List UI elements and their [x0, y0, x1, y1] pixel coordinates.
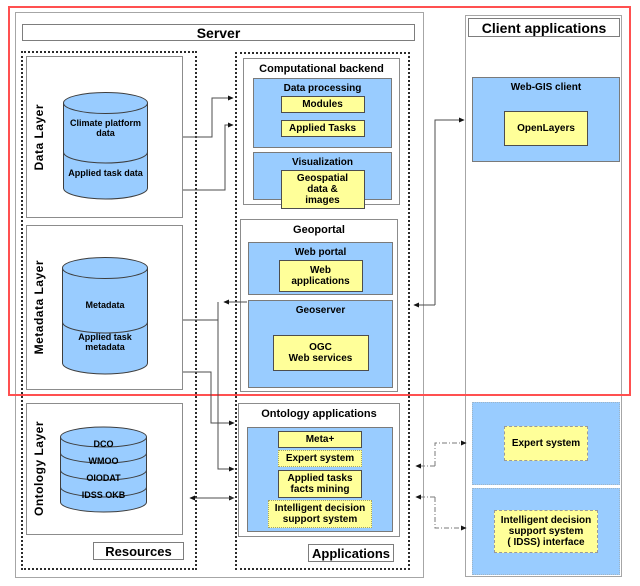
geoserver-title: Geoserver: [295, 305, 346, 316]
openlayers-chip: OpenLayers: [504, 110, 588, 146]
ontology-db-stack: [60, 426, 147, 513]
expert-system-client-panel: Expert system: [472, 402, 620, 485]
ontology-applications-panel: Meta+ Expert system Applied tasks facts …: [247, 427, 393, 532]
ogc-web-services-chip: OGC Web services: [272, 334, 369, 371]
data-processing-title: Data processing: [283, 83, 362, 94]
web-portal-panel: Web portal Web applications: [248, 242, 393, 295]
expert-system-chip: Expert system: [278, 450, 362, 468]
computational-backend-title: Computational backend: [259, 63, 384, 75]
modules-chip: Modules: [280, 96, 365, 113]
data-db-top-label: Climate platform data: [69, 118, 141, 138]
idss-chip: Intelligent decision support system: [268, 500, 372, 529]
ontology-applications-title: Ontology applications: [261, 408, 377, 420]
ontology-band-oiodat: OIODAT: [86, 473, 121, 483]
ontology-band-wmoo: WMOO: [88, 456, 119, 466]
visualization-panel: Visualization Geospatial data & images: [253, 152, 392, 209]
idss-interface-chip: Intelligent decision support system ( ID…: [494, 510, 598, 553]
highlight-frame: [8, 6, 631, 396]
metadata-db-top-label: Metadata: [85, 300, 125, 310]
web-applications-chip: Web applications: [278, 260, 363, 292]
connector-ontapps-to-expert: [434, 440, 467, 466]
client-applications-title: Client applications: [468, 18, 620, 37]
geoportal-title: Geoportal: [293, 224, 345, 236]
ontology-layer-label: Ontology Layer: [32, 421, 46, 517]
data-db-bottom-label: Applied task data: [68, 168, 143, 178]
expert-system-client-chip: Expert system: [504, 426, 588, 461]
metadata-db-bottom-label: Applied task metadata: [78, 332, 132, 352]
geoserver-panel: Geoserver OGC Web services: [248, 300, 393, 388]
visualization-title: Visualization: [292, 157, 353, 168]
applied-tasks-facts-mining-chip: Applied tasks facts mining: [278, 469, 362, 498]
webgis-client-panel: Web-GIS client OpenLayers: [472, 77, 620, 162]
geospatial-data-chip: Geospatial data & images: [280, 170, 365, 209]
ontology-band-dco: DCO: [93, 439, 114, 449]
metadata-db-cylinder: [62, 257, 148, 375]
server-title: Server: [22, 24, 415, 41]
resources-footer-label: Resources: [93, 542, 184, 560]
data-layer-label: Data Layer: [32, 103, 46, 171]
meta-plus-chip: Meta+: [278, 430, 362, 448]
data-processing-panel: Data processing Modules Applied Tasks: [253, 78, 392, 148]
idss-interface-panel: Intelligent decision support system ( ID…: [472, 488, 620, 575]
data-db-cylinder: [63, 92, 148, 200]
applications-footer-label: Applications: [308, 544, 394, 562]
ontology-band-idss-okb: IDSS OKB: [81, 490, 126, 500]
applied-tasks-chip: Applied Tasks: [280, 120, 365, 137]
applications-group: [235, 52, 410, 570]
connector-ontapps-to-idss: [434, 497, 467, 531]
web-portal-title: Web portal: [294, 247, 347, 258]
metadata-layer-label: Metadata Layer: [32, 260, 46, 355]
webgis-client-title: Web-GIS client: [510, 82, 582, 93]
